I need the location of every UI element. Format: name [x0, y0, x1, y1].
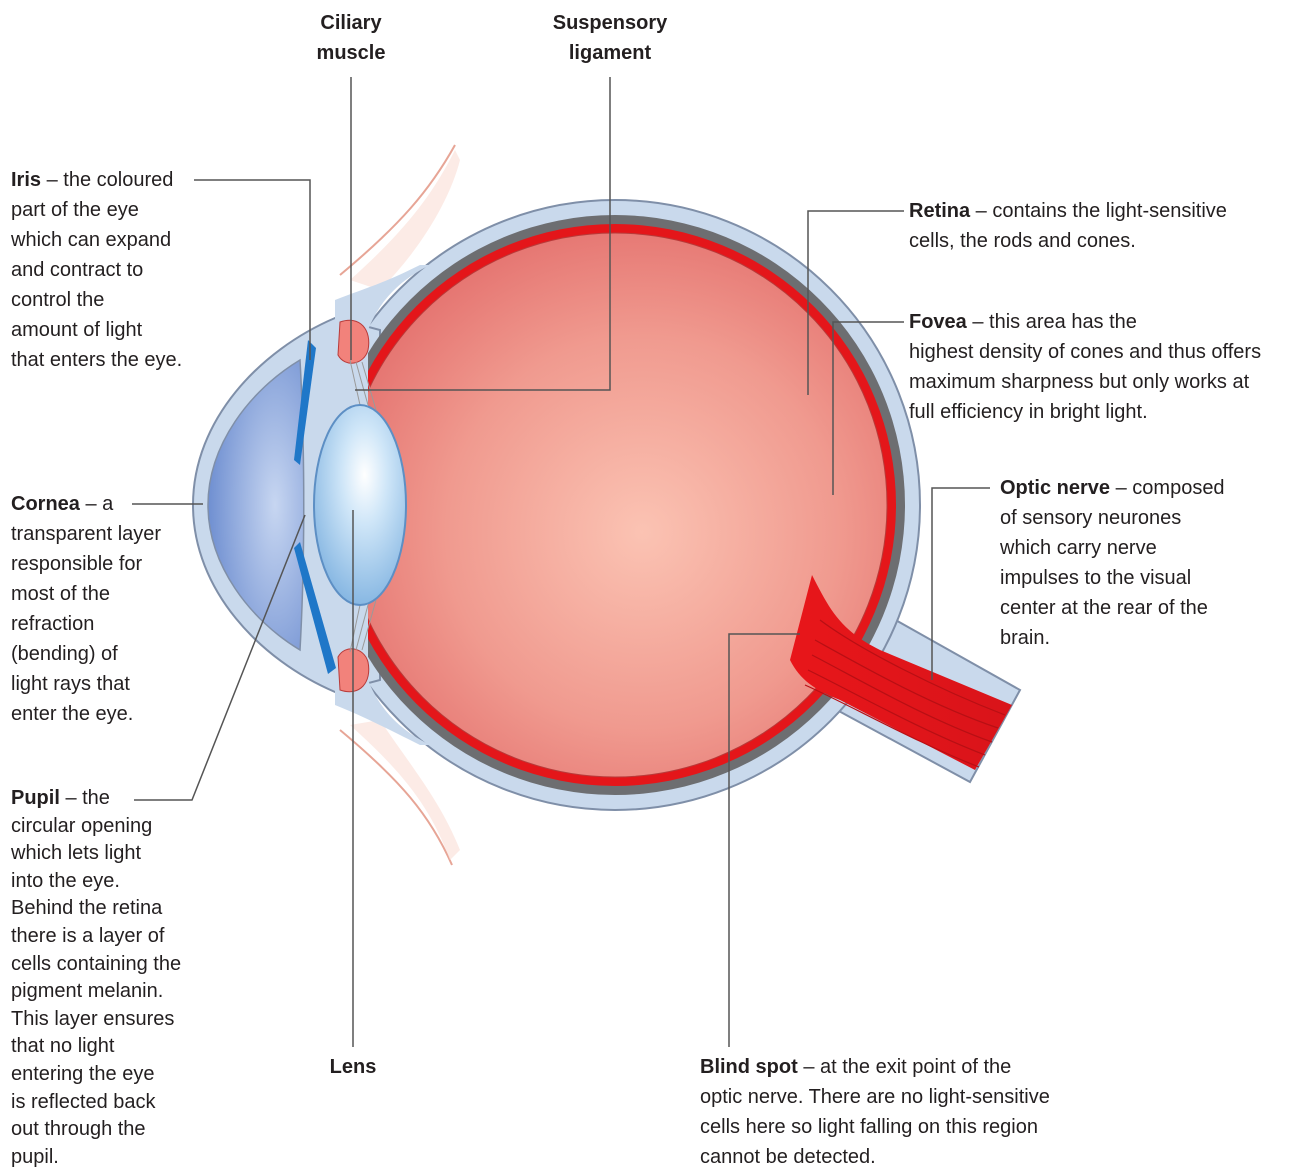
- vitreous-body: [343, 233, 887, 777]
- iris-title: Iris: [11, 169, 41, 191]
- cornea-title: Cornea: [11, 493, 80, 515]
- iris-text: – the coloured part of the eye which can…: [11, 169, 182, 371]
- cornea-text: – a transparent layer responsible for mo…: [11, 493, 161, 725]
- retina-title: Retina: [909, 200, 970, 222]
- pupil-text: – the circular opening which lets light …: [11, 787, 181, 1168]
- label-retina: Retina – contains the light-sensitive ce…: [909, 196, 1289, 256]
- pupil-title: Pupil: [11, 787, 60, 809]
- fovea-title: Fovea: [909, 311, 967, 333]
- label-pupil: Pupil – the circular opening which lets …: [11, 785, 211, 1171]
- ciliary-body-upper: [338, 320, 369, 363]
- label-iris: Iris – the coloured part of the eye whic…: [11, 165, 211, 375]
- cornea-inner: [208, 360, 304, 650]
- suspensory-ligament-title: Suspensory ligament: [553, 12, 667, 64]
- lens-title: Lens: [330, 1056, 377, 1078]
- ciliary-muscle-title: Ciliary muscle: [317, 12, 386, 64]
- blind-spot-title: Blind spot: [700, 1056, 798, 1078]
- label-blind-spot: Blind spot – at the exit point of the op…: [700, 1052, 1100, 1172]
- label-fovea: Fovea – this area has the highest densit…: [909, 307, 1294, 427]
- label-suspensory-ligament: Suspensory ligament: [535, 8, 685, 68]
- label-optic-nerve: Optic nerve – composed of sensory neuron…: [1000, 473, 1290, 653]
- label-ciliary-muscle: Ciliary muscle: [296, 8, 406, 68]
- lens-body: [314, 405, 406, 605]
- label-cornea: Cornea – a transparent layer responsible…: [11, 489, 201, 729]
- optic-nerve-title: Optic nerve: [1000, 477, 1110, 499]
- label-lens: Lens: [313, 1052, 393, 1082]
- optic-nerve-text: – composed of sensory neurones which car…: [1000, 477, 1225, 649]
